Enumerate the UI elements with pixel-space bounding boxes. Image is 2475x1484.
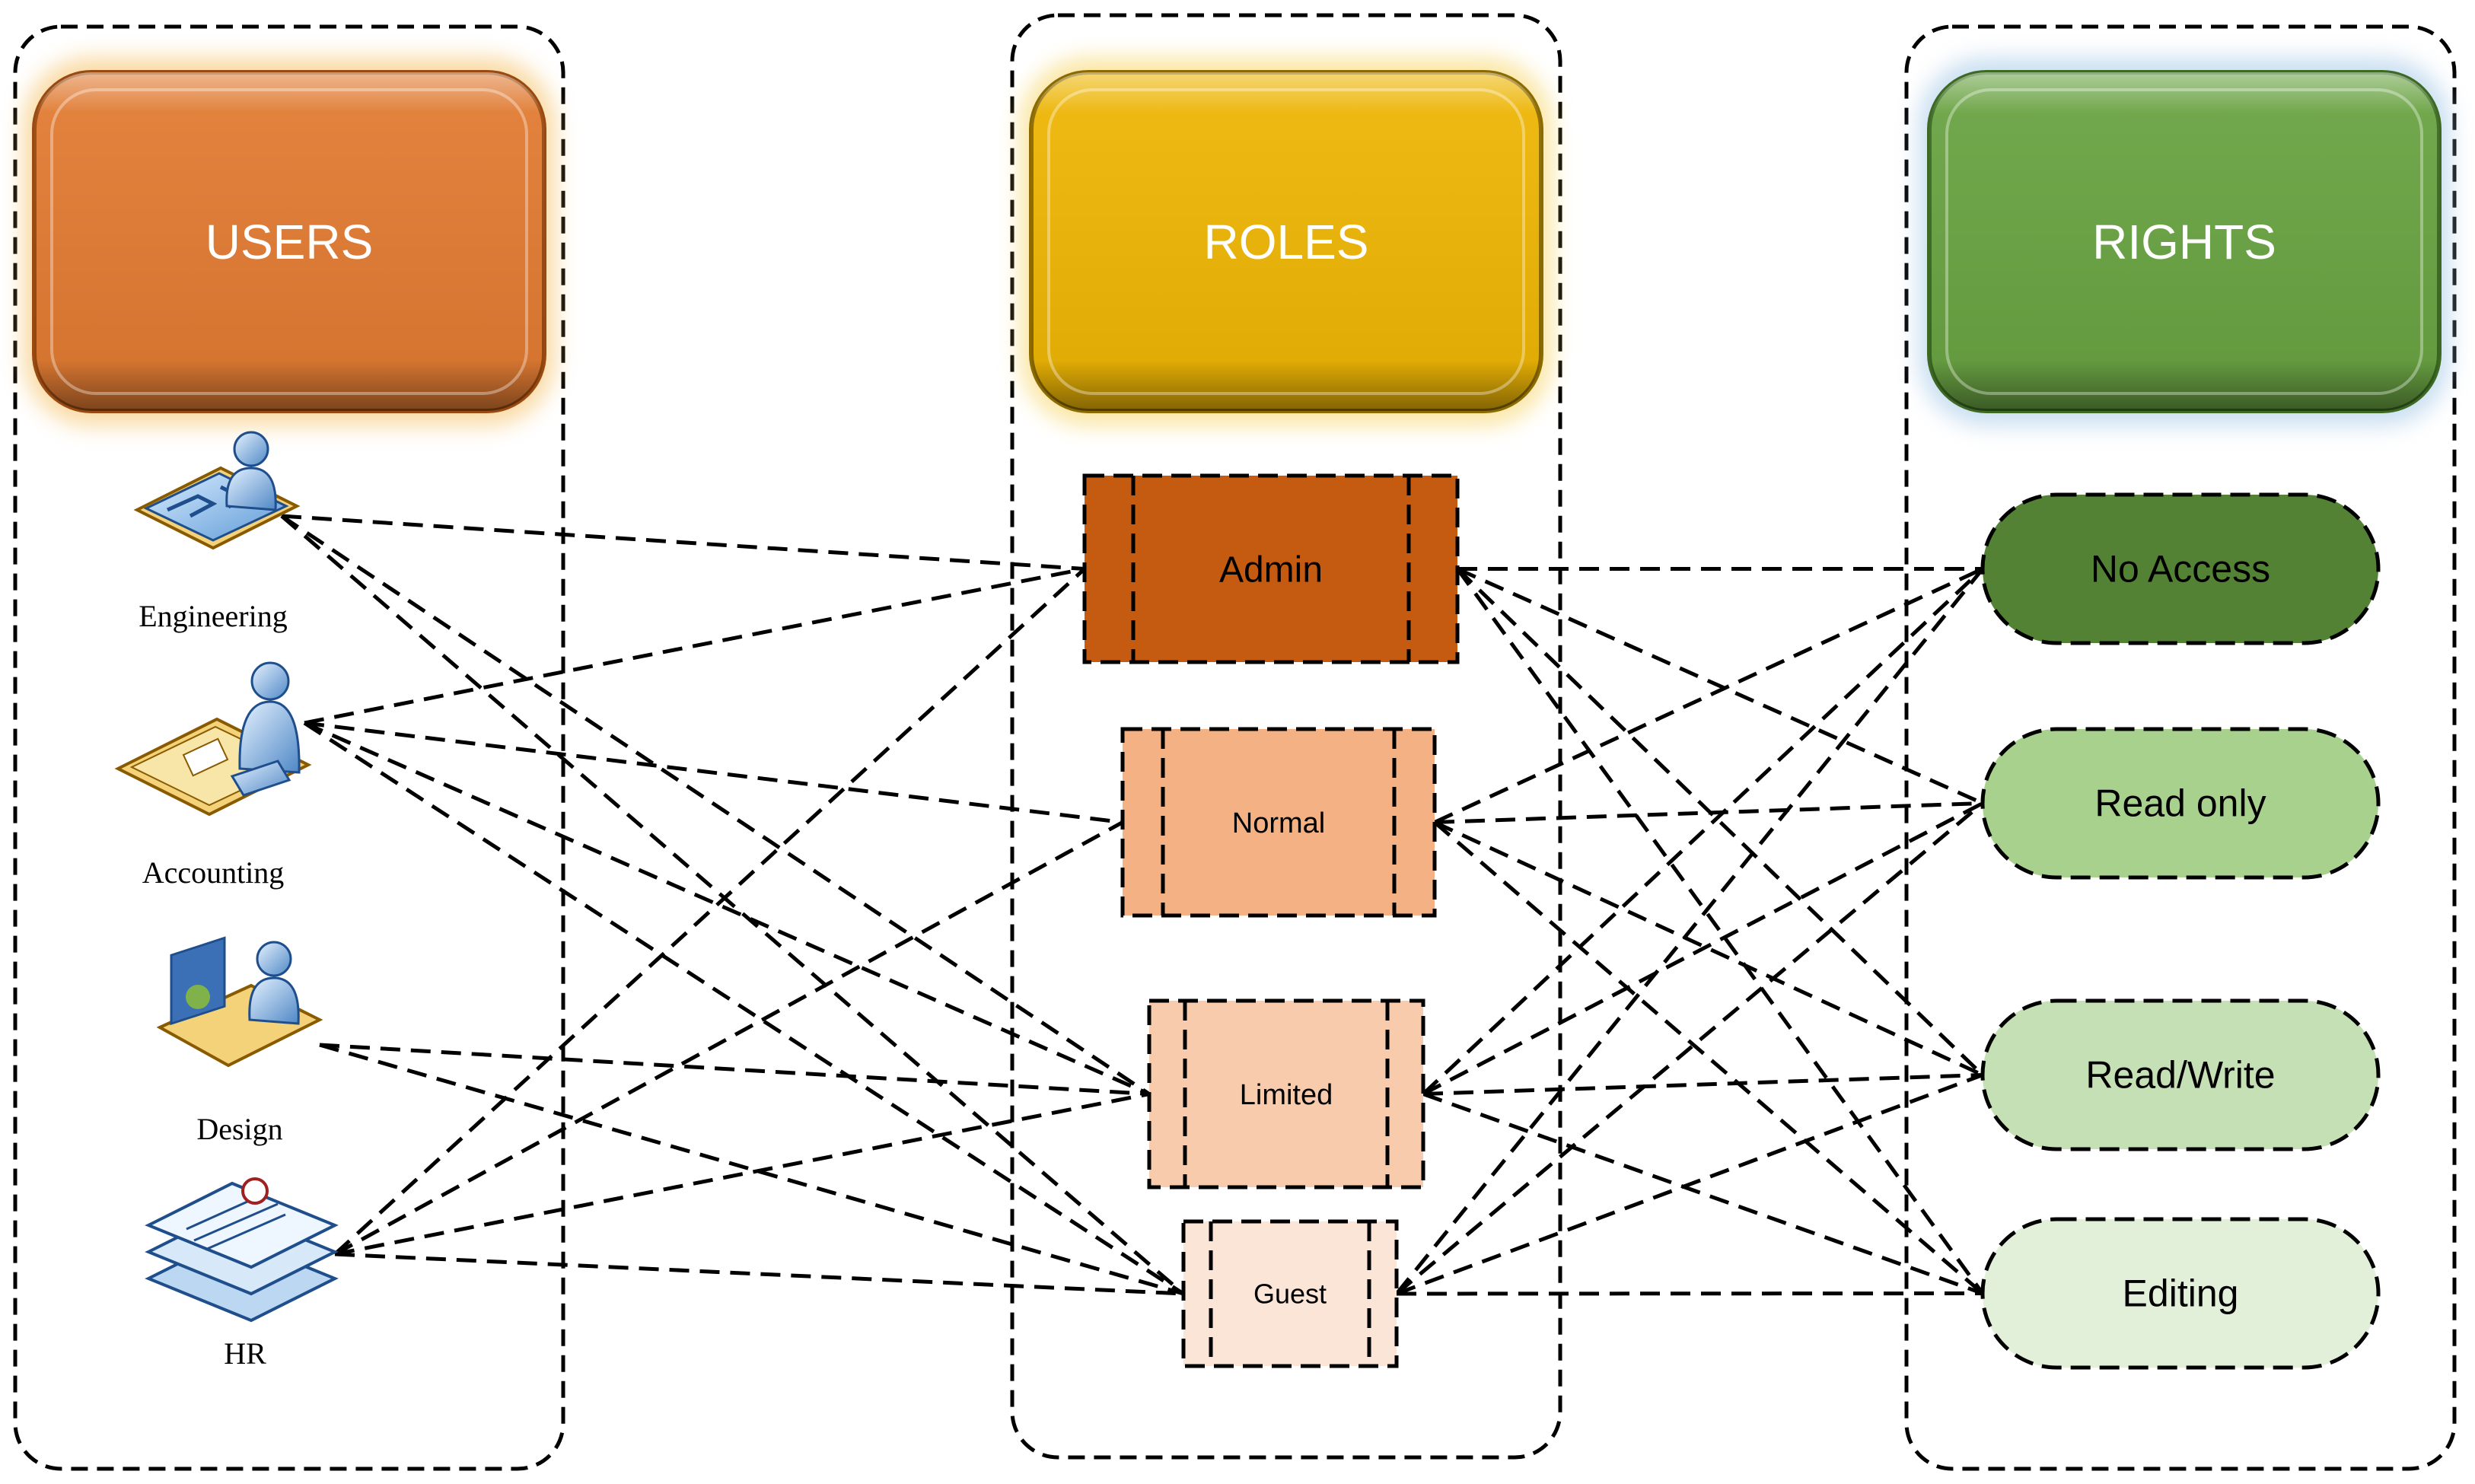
link-engineering-guest <box>280 514 1185 1295</box>
users-header: USERS <box>23 57 556 426</box>
hr-documents-icon <box>145 1177 339 1323</box>
role-label-admin: Admin <box>1219 549 1323 590</box>
link-accounting-limited <box>303 721 1151 1096</box>
user-label-design: Design <box>196 1112 282 1146</box>
role-node-limited[interactable]: Limited <box>1147 998 1425 1189</box>
link-admin-read-only <box>1456 567 1984 805</box>
users-column <box>13 24 565 1471</box>
link-engineering-limited <box>280 514 1151 1096</box>
right-label-no-access: No Access <box>2091 548 2270 591</box>
role-node-guest[interactable]: Guest <box>1181 1219 1399 1368</box>
link-normal-read-write <box>1433 820 1984 1077</box>
link-engineering-admin <box>281 514 1085 571</box>
link-normal-read-only <box>1434 801 1983 824</box>
users-header-label: USERS <box>205 215 374 269</box>
roles-header: ROLES <box>1020 57 1553 426</box>
engineer-at-desk-icon <box>133 431 301 550</box>
link-accounting-guest <box>303 721 1185 1296</box>
link-design-guest <box>319 1043 1184 1296</box>
user-label-hr: HR <box>224 1336 266 1371</box>
right-label-read-write: Read/Write <box>2085 1054 2275 1097</box>
roles-header-label: ROLES <box>1204 215 1369 269</box>
user-label-engineering: Engineering <box>139 599 288 633</box>
right-label-read-only: Read only <box>2094 782 2266 825</box>
link-guest-editing <box>1396 1291 1983 1296</box>
link-accounting-admin <box>304 567 1085 725</box>
link-guest-read-write <box>1396 1073 1983 1296</box>
link-limited-read-only <box>1422 801 1984 1096</box>
connector-lines <box>280 514 1985 1296</box>
accountant-at-desk-icon <box>114 661 312 817</box>
link-accounting-normal <box>304 721 1123 824</box>
role-node-admin[interactable]: Admin <box>1082 473 1460 664</box>
link-limited-read-write <box>1422 1073 1983 1096</box>
role-label-normal: Normal <box>1232 807 1325 839</box>
link-admin-editing <box>1455 568 1985 1295</box>
link-limited-no-access <box>1422 567 1984 1096</box>
link-hr-normal <box>333 820 1124 1256</box>
link-hr-admin <box>333 567 1086 1256</box>
link-guest-read-only <box>1395 801 1984 1295</box>
rights-header: RIGHTS <box>1918 57 2451 426</box>
designer-at-easel-icon <box>156 936 323 1068</box>
rights-header-label: RIGHTS <box>2092 215 2276 269</box>
user-label-accounting: Accounting <box>142 855 285 890</box>
right-node-no-access[interactable]: No Access <box>1980 492 2381 645</box>
link-limited-editing <box>1422 1092 1983 1295</box>
link-design-limited <box>319 1043 1150 1096</box>
link-hr-limited <box>334 1092 1150 1256</box>
right-node-read-only[interactable]: Read only <box>1980 727 2381 880</box>
rights-column <box>1904 24 2457 1471</box>
link-guest-no-access <box>1395 567 1984 1295</box>
link-normal-no-access <box>1433 567 1984 824</box>
link-normal-editing <box>1433 820 1984 1295</box>
role-node-normal[interactable]: Normal <box>1120 727 1437 918</box>
link-hr-guest <box>334 1252 1184 1296</box>
role-label-limited: Limited <box>1240 1079 1333 1111</box>
right-label-editing: Editing <box>2123 1272 2239 1315</box>
roles-column <box>1010 13 1562 1460</box>
role-label-guest: Guest <box>1253 1279 1327 1310</box>
right-node-editing[interactable]: Editing <box>1980 1217 2381 1370</box>
right-node-read-write[interactable]: Read/Write <box>1980 998 2381 1151</box>
